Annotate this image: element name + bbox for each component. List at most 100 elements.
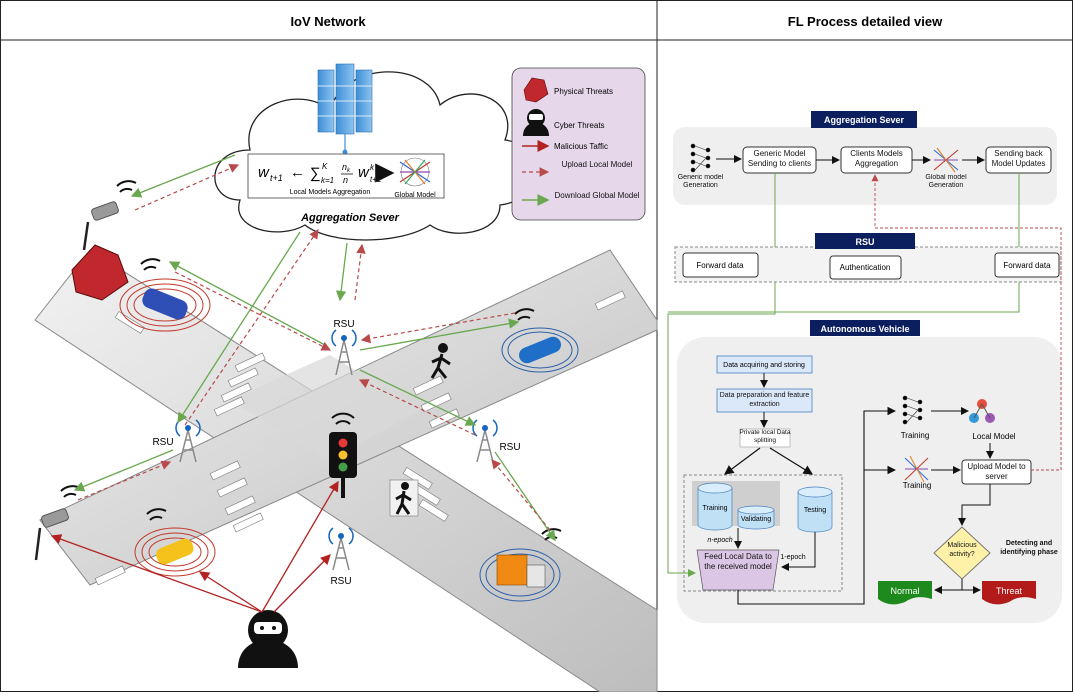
- cloud-title: Aggregation Sever: [300, 212, 400, 224]
- nn-icon-training-2: [904, 455, 929, 483]
- fl-normal-shape: [878, 581, 932, 605]
- rsu-label-bottom: RSU: [330, 576, 351, 587]
- rsu-label-right: RSU: [499, 442, 520, 453]
- svg-text:Training: Training: [702, 505, 727, 512]
- svg-text:n: n: [342, 162, 347, 172]
- legend: Physical Threats Cyber Threats Malicious…: [511, 67, 646, 221]
- rsu-tower-left: RSU: [152, 419, 201, 463]
- svg-text:t+1: t+1: [370, 175, 381, 184]
- fl-upload: Upload Model to server: [967, 462, 1026, 481]
- fl-generic-gen-label: Generic model Generation: [677, 174, 724, 189]
- legend-upload-local: Upload Local Model: [561, 160, 633, 169]
- download-arrows: [73, 154, 556, 542]
- crosswalk-stripes: [94, 290, 626, 586]
- fl-send-back-label: Sending back Model Updates: [991, 149, 1046, 168]
- fl-detect-phase: Detecting and identifying phase: [1000, 540, 1058, 556]
- svg-text:k: k: [347, 168, 351, 174]
- upload-arrows: [77, 163, 551, 531]
- fl-normal: Normal: [890, 586, 919, 596]
- fl-auth-box: [829, 255, 902, 280]
- fl-training-db: Training: [697, 482, 733, 531]
- svg-text:k: k: [370, 163, 375, 172]
- rsu-tower-center: RSU: [331, 319, 357, 376]
- fl-data-prep: Data preparation and feature extraction: [719, 392, 810, 408]
- rsu-tower-right: RSU: [472, 419, 521, 463]
- fl-threat: Threat: [996, 586, 1023, 596]
- fl-authentication: Authentication: [840, 263, 891, 272]
- svg-text:Testing: Testing: [804, 507, 826, 514]
- svg-text:k=1: k=1: [321, 176, 334, 185]
- fl-upload-box: [961, 459, 1032, 485]
- svg-text:w: w: [258, 164, 270, 181]
- global-model-icon: Global Model: [394, 157, 436, 199]
- server-rack-icon: [317, 63, 373, 155]
- nn-icon-generic: [690, 143, 711, 173]
- fl-agg-title-bar: [811, 111, 917, 128]
- fl-n-epoch: n-epoch: [707, 537, 732, 544]
- legend-physical-threats: Physical Threats: [554, 87, 613, 96]
- fl-local-model: Local Model: [972, 432, 1015, 441]
- right-panel-title: FL Process detailed view: [788, 14, 943, 29]
- vehicle-yellow-taxi-under-attack: [134, 508, 216, 577]
- fl-data-acq: Data acquiring and storing: [723, 362, 805, 369]
- fl-split-box: [739, 428, 791, 448]
- fl-clients-agg-label: Clients Models Aggregation: [850, 149, 903, 168]
- camera-icon-bottom: [34, 485, 81, 561]
- fl-forward-right: Forward data: [1003, 261, 1051, 270]
- fl-upload-flow: [871, 174, 1062, 471]
- local-agg-label: Local Models Aggregation: [290, 189, 371, 196]
- camera-icon-top: [82, 180, 137, 251]
- legend-download-global: Download Global Model: [554, 191, 640, 200]
- traffic-light-icon: [329, 412, 357, 498]
- fl-training-2: Training: [903, 481, 932, 490]
- fl-malicious: Malicious activity?: [947, 542, 977, 558]
- fl-download-flow: [667, 173, 1020, 577]
- fl-feed-box: [696, 549, 780, 591]
- rsu-tower-bottom: RSU: [328, 527, 354, 587]
- rsu-label-left: RSU: [152, 437, 173, 448]
- left-panel-title: IoV Network: [290, 14, 366, 29]
- fl-training-1: Training: [901, 431, 930, 440]
- fl-testing-db: Testing: [797, 486, 833, 533]
- fl-global-gen-label: Global model Generation: [925, 174, 967, 189]
- vehicle-blue-sedan-under-attack: [119, 258, 211, 332]
- fl-forward-left-box: [682, 252, 759, 278]
- pedestrian-icon-top: [430, 343, 451, 379]
- physical-threat-icon: [523, 77, 549, 103]
- fl-generic-send-label: Generic Model Sending to clients: [747, 149, 812, 168]
- svg-text:w: w: [358, 164, 370, 181]
- fl-rsu-title: RSU: [855, 237, 874, 247]
- fl-one-epoch: 1-epoch: [780, 554, 805, 561]
- legend-cyber-threats: Cyber Threats: [554, 121, 605, 130]
- legend-malicious-traffic: Malicious Taffic: [554, 142, 608, 151]
- svg-text:∑: ∑: [310, 165, 321, 182]
- fl-forward-right-box: [994, 252, 1060, 278]
- fl-threat-shape: [982, 581, 1036, 605]
- fl-rsu-title-bar: [815, 233, 915, 249]
- global-model-label: Global Model: [394, 192, 436, 199]
- nn-icon-local-model: [969, 399, 995, 423]
- malicious-arrows: [50, 480, 339, 613]
- fl-feed: Feed Local Data to the received model: [704, 552, 772, 571]
- nn-icon-training-1: [902, 395, 923, 425]
- vehicle-orange-truck: [479, 528, 562, 602]
- hacker-icon: [523, 109, 549, 136]
- physical-threat-icon: [71, 244, 129, 301]
- fl-validating-db: Validating: [737, 505, 775, 530]
- fl-av-title: Autonomous Vehicle: [820, 324, 909, 334]
- svg-text:K: K: [322, 162, 328, 171]
- svg-text:t+1: t+1: [270, 173, 283, 183]
- fl-split: Private local Data splitting: [739, 429, 791, 444]
- svg-text:Validating: Validating: [741, 516, 771, 523]
- fl-av-title-bar: [810, 320, 920, 336]
- svg-text:←: ←: [290, 164, 305, 181]
- fl-agg-title: Aggregation Sever: [824, 115, 905, 125]
- fl-training-frame: [683, 474, 843, 592]
- nn-icon-global: [933, 147, 959, 173]
- rsu-label-center: RSU: [333, 319, 354, 330]
- vehicle-blue-sports: [501, 308, 579, 373]
- fl-forward-left: Forward data: [696, 261, 744, 270]
- svg-text:n: n: [343, 175, 348, 185]
